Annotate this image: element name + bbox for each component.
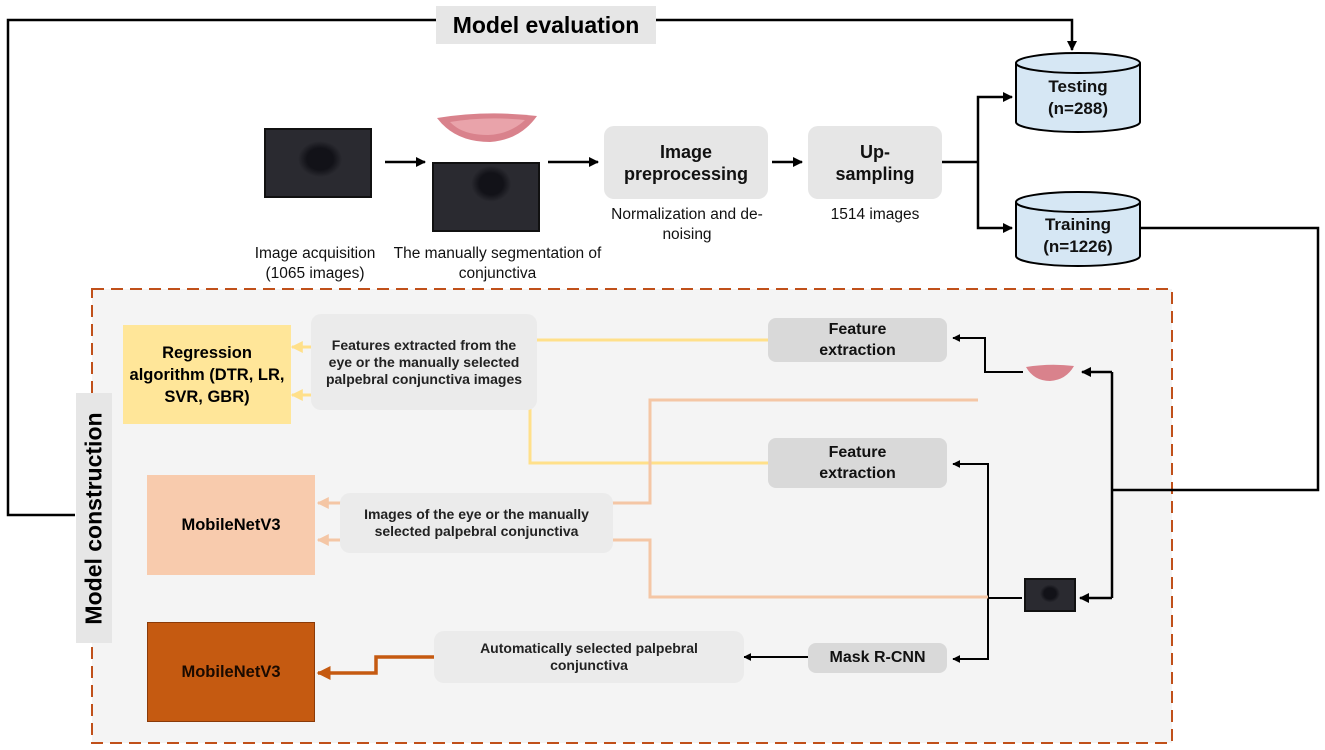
images-note: Images of the eye or the manually select…	[340, 493, 613, 553]
image-preprocessing-box: Image preprocessing	[604, 126, 768, 199]
arrow-eye-to-fe2	[952, 460, 989, 598]
training-dataset-label: Training (n=1226)	[1043, 215, 1113, 256]
database-cylinder-icon	[1015, 191, 1141, 267]
upsampling-caption: 1514 images	[830, 206, 920, 223]
segmentation-caption: The manually segmentation of conjunctiva	[393, 245, 602, 282]
upsampling-box: Up-sampling	[808, 126, 942, 199]
preprocessing-caption: Normalization and de-noising	[611, 206, 763, 243]
mask-rcnn-box: Mask R-CNN	[808, 643, 947, 673]
evaluation-loop-line	[6, 18, 1077, 517]
orange-path-auto	[316, 655, 434, 680]
model-evaluation-title: Model evaluation	[436, 6, 656, 44]
mobilenet-box-1: MobileNetV3	[147, 475, 315, 575]
testing-dataset-label: Testing (n=288)	[1048, 77, 1108, 118]
acquisition-caption: Image acquisition (1065 images)	[254, 245, 376, 282]
eye-photo-icon	[264, 128, 372, 198]
arrow-eye-to-mask	[952, 598, 989, 663]
auto-selected-note: Automatically selected palpebral conjunc…	[434, 631, 744, 683]
conjunctiva-strip-icon	[1026, 364, 1074, 381]
mobilenet-box-2: MobileNetV3	[147, 622, 315, 722]
model-construction-title: Model construction	[76, 393, 112, 643]
feature-extraction-box-2: Feature extraction	[768, 438, 947, 488]
feature-extraction-box-1: Feature extraction	[768, 318, 947, 362]
eye-photo-icon	[432, 162, 540, 232]
regression-algorithm-box: Regression algorithm (DTR, LR, SVR, GBR)	[123, 325, 291, 424]
arrow-to-training	[976, 162, 1013, 233]
eye-photo-icon	[1024, 578, 1076, 612]
arrow-to-testing	[976, 92, 1013, 162]
features-note: Features extracted from the eye or the m…	[311, 314, 537, 410]
database-cylinder-icon	[1015, 52, 1141, 133]
training-output-line	[1112, 226, 1320, 492]
arrow-conj-to-fe1	[952, 334, 1023, 373]
conjunctiva-strip-icon	[437, 113, 537, 142]
